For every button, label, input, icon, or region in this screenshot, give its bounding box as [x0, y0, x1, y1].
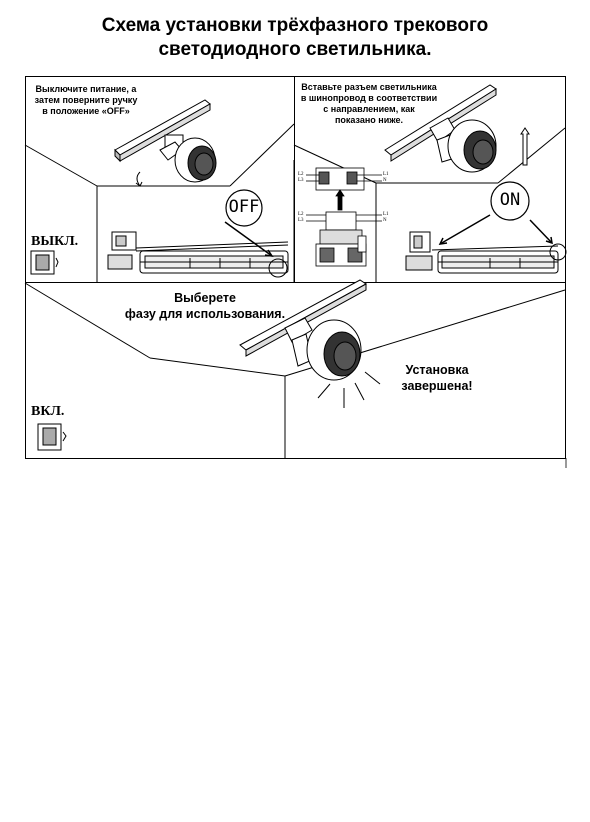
switch-off-icon: [30, 250, 59, 275]
wiring-label-n-top: N: [383, 178, 387, 183]
step2-instruction: Вставьте разъем светильника в шинопровод…: [296, 82, 442, 126]
on-bubble: [490, 181, 530, 221]
step4-completion: Установка завершена!: [382, 362, 492, 394]
step2-line1: Вставьте разъем светильника: [301, 82, 437, 92]
off-bubble: [225, 189, 263, 227]
step1-instruction: Выключите питание, а затем поверните руч…: [30, 84, 142, 117]
page-title: Схема установки трёхфазного трекового св…: [0, 14, 590, 62]
title-line-2: светодиодного светильника.: [158, 39, 432, 60]
spotlight-3: [284, 317, 362, 381]
step3-line1: Выберете: [174, 291, 236, 305]
wiring-label-n-bottom: N: [383, 218, 387, 223]
step1-line3: в положение «OFF»: [42, 106, 130, 116]
step3-instruction: Выберете фазу для использования.: [110, 290, 300, 322]
diagram-frame: [25, 76, 566, 459]
spotlight-2: [429, 117, 497, 173]
on-bubble-label: ON: [499, 190, 521, 210]
title-line-1: Схема установки трёхфазного трекового: [101, 15, 489, 36]
wiring-label-l3-bottom: L3: [298, 218, 304, 223]
step4-line1: Установка: [405, 363, 469, 377]
step1-line1: Выключите питание, а: [35, 84, 137, 94]
wiring-label-l1-bottom: L1: [383, 212, 389, 217]
off-bubble-label: OFF: [228, 197, 260, 217]
track-side-view-1: [107, 221, 289, 278]
connector-wiring-diagram: [306, 167, 382, 267]
switch-on-icon: [37, 423, 67, 451]
step2-line2: в шинопровод в соответствии: [300, 93, 438, 103]
step4-line2: завершена!: [401, 379, 473, 393]
up-arrow: [520, 127, 530, 166]
wiring-label-l2-top: L2: [298, 172, 304, 177]
wiring-label-l3-top: L3: [298, 178, 304, 183]
step3-line2: фазу для использования.: [124, 307, 286, 321]
step1-line2: затем поверните ручку: [34, 95, 138, 105]
wiring-label-l2-bottom: L2: [298, 212, 304, 217]
switch-off-label: ВЫКЛ.: [31, 234, 79, 249]
step2-line3: с направлением, как: [323, 104, 415, 114]
spotlight-1: [135, 134, 217, 187]
switch-on-label: ВКЛ.: [31, 404, 65, 419]
track-side-view-2: [405, 214, 567, 274]
light-rays: [317, 371, 381, 408]
track-rail-1: [114, 99, 211, 163]
wiring-label-l1-top: L1: [383, 172, 389, 177]
step2-line4: показано ниже.: [334, 115, 404, 125]
